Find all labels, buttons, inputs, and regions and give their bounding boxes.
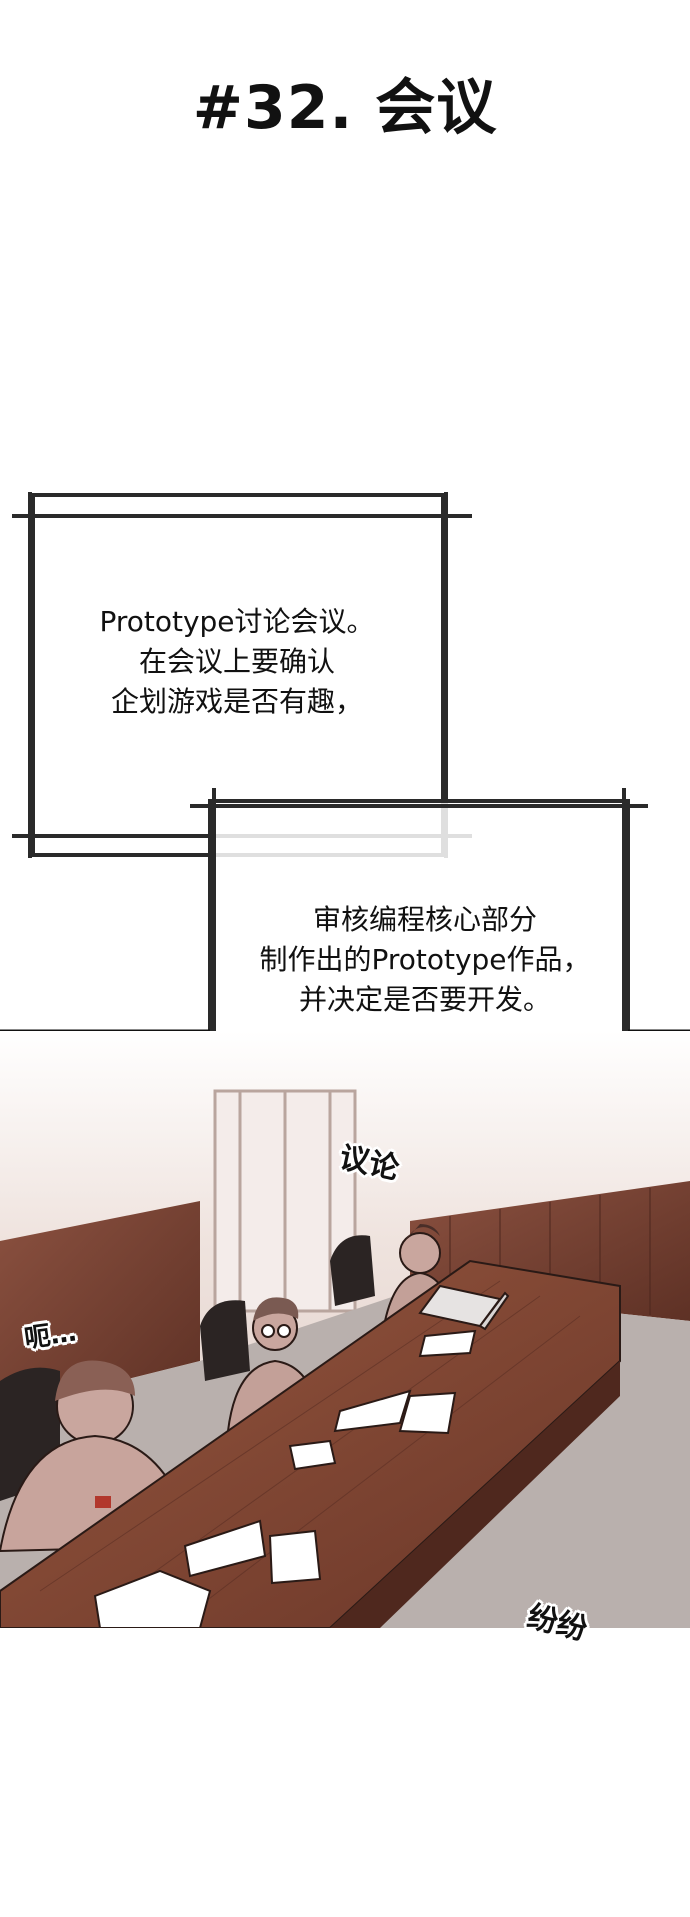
table-edge: [330, 1361, 620, 1628]
caption-top-line-3: 企划游戏是否有趣，: [110, 685, 363, 718]
papers: [93, 1329, 477, 1628]
caption-top-line-2: 在会议上要确认: [138, 645, 335, 678]
caption-bottom-line-3: 并决定是否要开发。: [298, 983, 551, 1016]
meeting-room-panel: [0, 1031, 690, 1628]
caption-top-line-1: Prototype讨论会议。: [99, 605, 375, 638]
caption-bottom: 审核编程核心部分 制作出的Prototype作品， 并决定是否要开发。: [215, 900, 635, 1020]
caption-top: Prototype讨论会议。 在会议上要确认 企划游戏是否有趣，: [62, 602, 412, 722]
wood-panel-left: [0, 1201, 200, 1411]
chapter-title: #32. 会议: [192, 73, 498, 143]
laptop: [418, 1284, 510, 1331]
caption-bottom-line-2: 制作出的Prototype作品，: [259, 943, 591, 976]
meeting-room-illustration: [0, 1031, 690, 1628]
sfx-uh: 呃…: [22, 1317, 79, 1355]
caption-bottom-line-1: 审核编程核心部分: [312, 903, 537, 936]
